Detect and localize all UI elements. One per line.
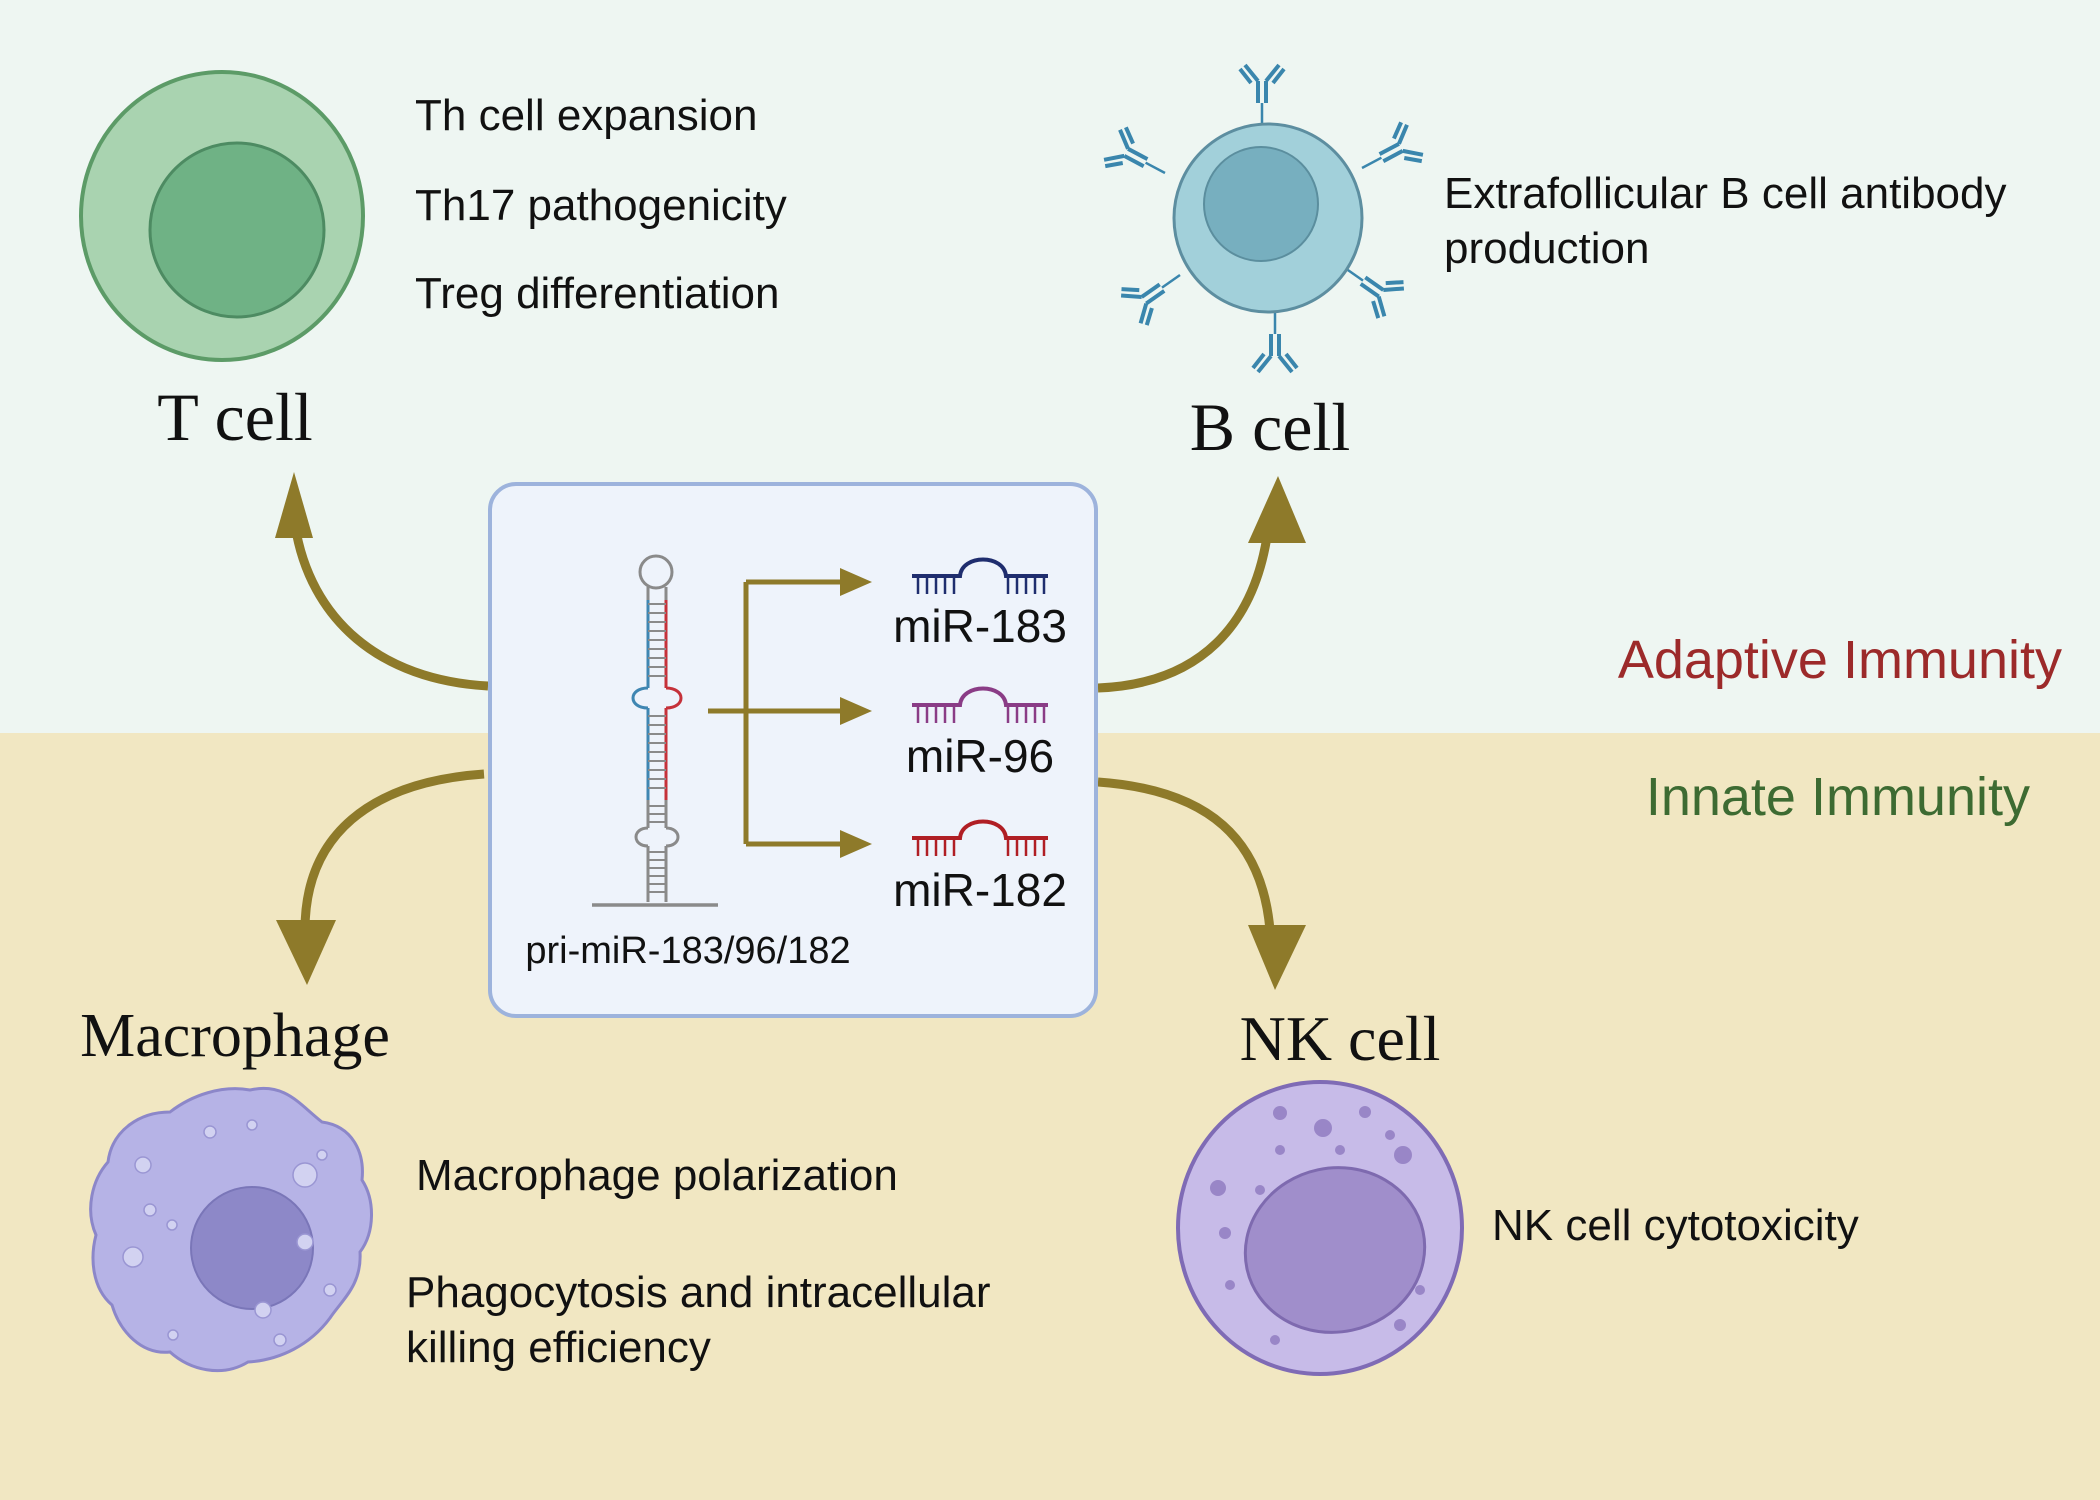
arrow-to-t-cell: [290, 524, 489, 691]
arrow-to-macrophage: [300, 769, 485, 931]
adaptive-immunity-label: Adaptive Immunity: [1618, 630, 2062, 690]
arrow-head-nk-cell: [1248, 925, 1306, 990]
arrow-head-mir96: [840, 697, 872, 725]
b-cell-icon: [1102, 63, 1426, 374]
mir96-icon: [912, 686, 1048, 723]
mature-mirna-icons: [912, 557, 1048, 856]
innate-immunity-label: Innate Immunity: [1646, 767, 2030, 827]
t-cell-title: T cell: [157, 379, 312, 455]
pri-mirna-hairpin-icon: [592, 554, 718, 907]
arrow-head-t-cell: [275, 472, 313, 538]
macrophage-function-2: Phagocytosis and intracellular: [406, 1268, 991, 1317]
nk-cell-function-1: NK cell cytotoxicity: [1492, 1201, 1859, 1250]
nk-cell-title: NK cell: [1240, 1003, 1441, 1074]
t-cell-function-1: Th cell expansion: [415, 91, 757, 140]
arrow-head-b-cell: [1248, 476, 1306, 543]
t-cell-function-3: Treg differentiation: [415, 269, 779, 318]
b-cell-title: B cell: [1190, 389, 1351, 465]
arrow-head-mir182: [840, 830, 872, 858]
macrophage-icon: [89, 1086, 373, 1373]
mir183-icon: [912, 557, 1048, 594]
pri-mirna-label: pri-miR-183/96/182: [525, 930, 850, 972]
mir183-label: miR-183: [893, 600, 1067, 652]
mir182-icon: [912, 819, 1048, 856]
b-cell-function-1: Extrafollicular B cell antibody: [1444, 169, 2006, 218]
macrophage-function-3: killing efficiency: [406, 1323, 711, 1372]
t-cell-icon: [79, 70, 365, 362]
nk-cell-icon: [1176, 1080, 1464, 1376]
macrophage-function-1: Macrophage polarization: [416, 1151, 898, 1200]
macrophage-title: Macrophage: [80, 1002, 390, 1070]
arrow-to-b-cell: [1097, 529, 1273, 693]
arrow-to-nk-cell: [1097, 777, 1275, 931]
arrow-head-macrophage: [276, 920, 336, 985]
arrows: [275, 472, 1306, 990]
b-cell-function-2: production: [1444, 224, 1649, 273]
mir96-label: miR-96: [906, 730, 1054, 782]
mirna-cluster-box: [488, 482, 1098, 1018]
arrow-head-mir183: [840, 568, 872, 596]
mir182-label: miR-182: [893, 864, 1067, 916]
t-cell-function-2: Th17 pathogenicity: [415, 181, 787, 230]
processing-arrows: [708, 568, 872, 858]
